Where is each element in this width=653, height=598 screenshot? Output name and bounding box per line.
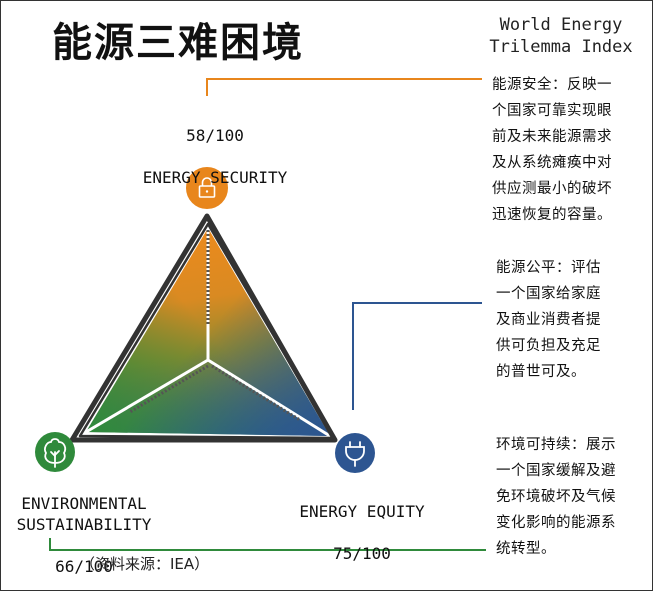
environment-connector-line: [49, 538, 486, 551]
tree-icon: [44, 438, 67, 468]
security-label: 58/100 ENERGY SECURITY: [120, 104, 310, 209]
score-lines: [129, 230, 301, 422]
subtitle: World Energy Trilemma Index: [489, 15, 633, 57]
lock-icon: [198, 177, 216, 198]
equity-label: ENERGY EQUITY 75/100: [282, 480, 442, 585]
environment-score: 66/100: [55, 557, 113, 576]
plug-icon: [345, 441, 365, 467]
security-icon-badge: [186, 167, 228, 209]
security-name: ENERGY SECURITY: [142, 168, 288, 187]
equity-connector-line: [352, 302, 482, 410]
security-score: 58/100: [186, 126, 244, 145]
environment-description: 环境可持续：展示 一个国家缓解及避 免环境破坏及气候 变化影响的能源系 统转型。: [496, 437, 616, 557]
environment-icon-badge: [35, 432, 75, 472]
inner-outline: [78, 222, 336, 440]
environment-label: ENVIRONMENTAL SUSTAINABILITY 66/100: [4, 472, 164, 598]
page-title: 能源三难困境: [52, 20, 304, 66]
environment-name: ENVIRONMENTAL SUSTAINABILITY: [16, 494, 152, 534]
equity-name: ENERGY EQUITY: [299, 502, 425, 521]
equity-description: 能源公平：评估 一个国家给家庭 及商业消费者提 供可负担及充足 的普世可及。: [496, 260, 601, 380]
outer-triangle: [69, 213, 338, 443]
equity-score: 75/100: [333, 544, 391, 563]
source-note: （资料来源：IEA）: [80, 555, 210, 573]
security-connector-line: [206, 78, 482, 96]
equity-icon-badge: [335, 433, 375, 473]
security-description: 能源安全：反映一 个国家可靠实现眼 前及未来能源需求 及从系统瘫痪中对 供应测最…: [492, 77, 612, 223]
